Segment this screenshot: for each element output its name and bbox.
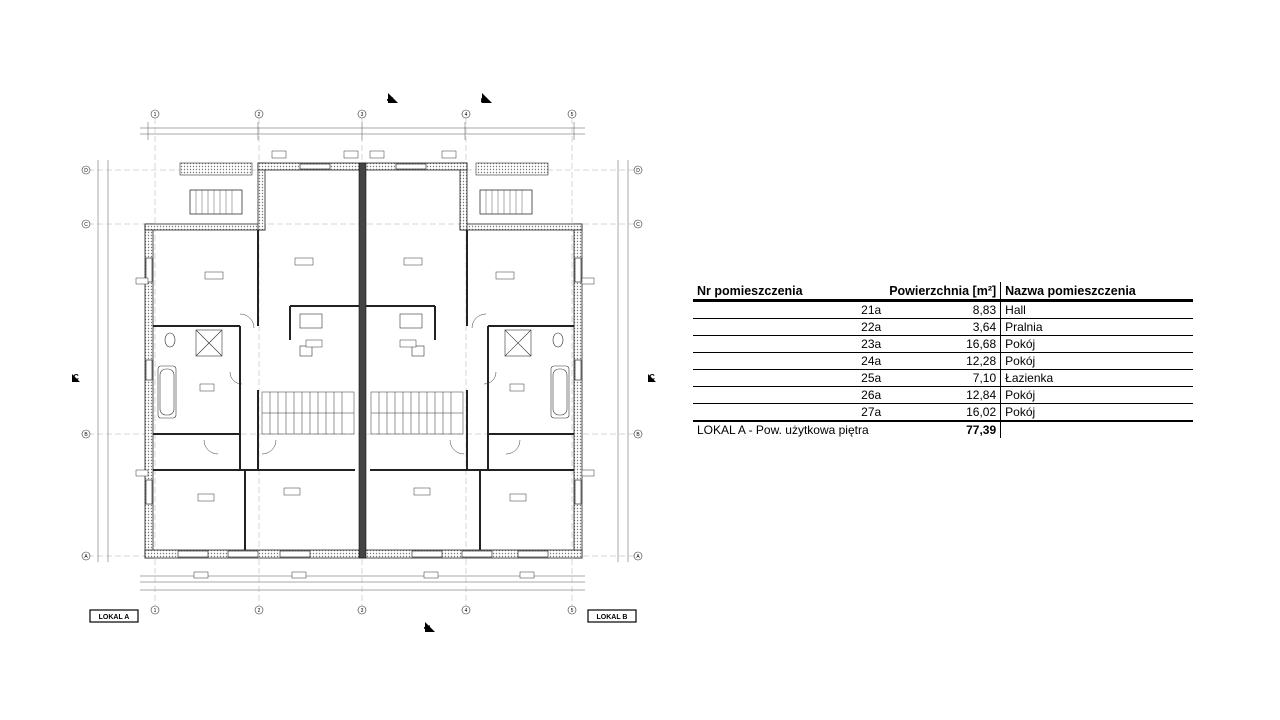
room-number: 23a [693,335,886,353]
room-schedule: Nr pomieszczenia Powierzchnia [m²] Nazwa… [693,282,1193,438]
interior-walls [153,230,574,550]
lokal-b-label: LOKAL B [587,609,637,623]
room-area: 8,83 [885,300,1002,319]
room-name: Pralnia [1000,318,1193,336]
room-name: Pokój [1000,335,1193,353]
total-value: 77,39 [885,420,1002,438]
lokal-a-label: LOKAL A [89,609,139,623]
svg-text:B: B [636,432,640,438]
floor-plan-drawing: 1 2 3 4 5 1 2 3 4 5 D C B A D C B A A B … [72,93,656,632]
svg-text:2: 2 [258,608,261,614]
svg-text:3: 3 [361,112,364,118]
svg-text:D: D [636,168,640,174]
svg-text:LOKAL A: LOKAL A [99,614,130,621]
party-wall [358,162,367,559]
svg-text:D: D [84,168,88,174]
room-area: 16,02 [885,403,1002,422]
svg-text:3: 3 [361,608,364,614]
bathroom-fixtures [157,313,570,419]
svg-text:C: C [84,222,88,228]
total-label: LOKAL A - Pow. użytkowa piętra [693,420,886,438]
svg-text:5: 5 [571,112,574,118]
room-number: 26a [693,386,886,404]
room-area: 7,10 [885,369,1002,387]
room-table: Nr pomieszczenia Powierzchnia [m²] Nazwa… [693,282,1193,438]
room-name: Pokój [1000,386,1193,404]
room-number: 22a [693,318,886,336]
svg-text:5: 5 [571,608,574,614]
room-number: 27a [693,403,886,422]
svg-text:C: C [636,222,640,228]
grid-bubbles-columns: 1 2 3 4 5 1 2 3 4 5 [150,109,577,615]
total-empty [1000,420,1193,438]
svg-text:2: 2 [258,112,261,118]
grid-bubbles-rows: D C B A D C B A [81,165,643,561]
svg-text:A: A [636,554,640,560]
svg-text:1: 1 [154,608,157,614]
svg-text:A: A [386,97,395,103]
room-area: 12,84 [885,386,1002,404]
header-room-number: Nr pomieszczenia [693,282,886,302]
room-name: Pokój [1000,403,1193,422]
room-area: 3,64 [885,318,1002,336]
room-number: 21a [693,300,886,319]
windows [145,163,582,558]
svg-text:C: C [73,373,79,382]
dimension-lines [97,122,629,591]
svg-text:A: A [84,554,88,560]
svg-text:LOKAL B: LOKAL B [597,614,628,621]
svg-text:C: C [649,373,655,382]
section-marks: A B A C C [72,93,656,632]
room-area: 16,68 [885,335,1002,353]
svg-text:4: 4 [465,112,468,118]
header-room-name: Nazwa pomieszczenia [1000,282,1193,302]
room-name: Pokój [1000,352,1193,370]
table-header-row: Nr pomieszczenia Powierzchnia [m²] Nazwa… [693,282,1193,302]
svg-text:4: 4 [465,608,468,614]
doors [203,313,521,455]
room-area: 12,28 [885,352,1002,370]
room-number: 24a [693,352,886,370]
svg-text:A: A [423,625,432,631]
room-name: Hall [1000,300,1193,319]
room-name: Łazienka [1000,369,1193,387]
room-tags [135,150,595,579]
svg-text:B: B [84,432,88,438]
stairs [261,391,464,435]
header-area: Powierzchnia [m²] [885,282,1002,302]
svg-text:B: B [480,97,489,103]
total-row: LOKAL A - Pow. użytkowa piętra 77,39 [693,420,1193,438]
top-terraces [179,162,549,215]
svg-text:1: 1 [154,112,157,118]
room-number: 25a [693,369,886,387]
